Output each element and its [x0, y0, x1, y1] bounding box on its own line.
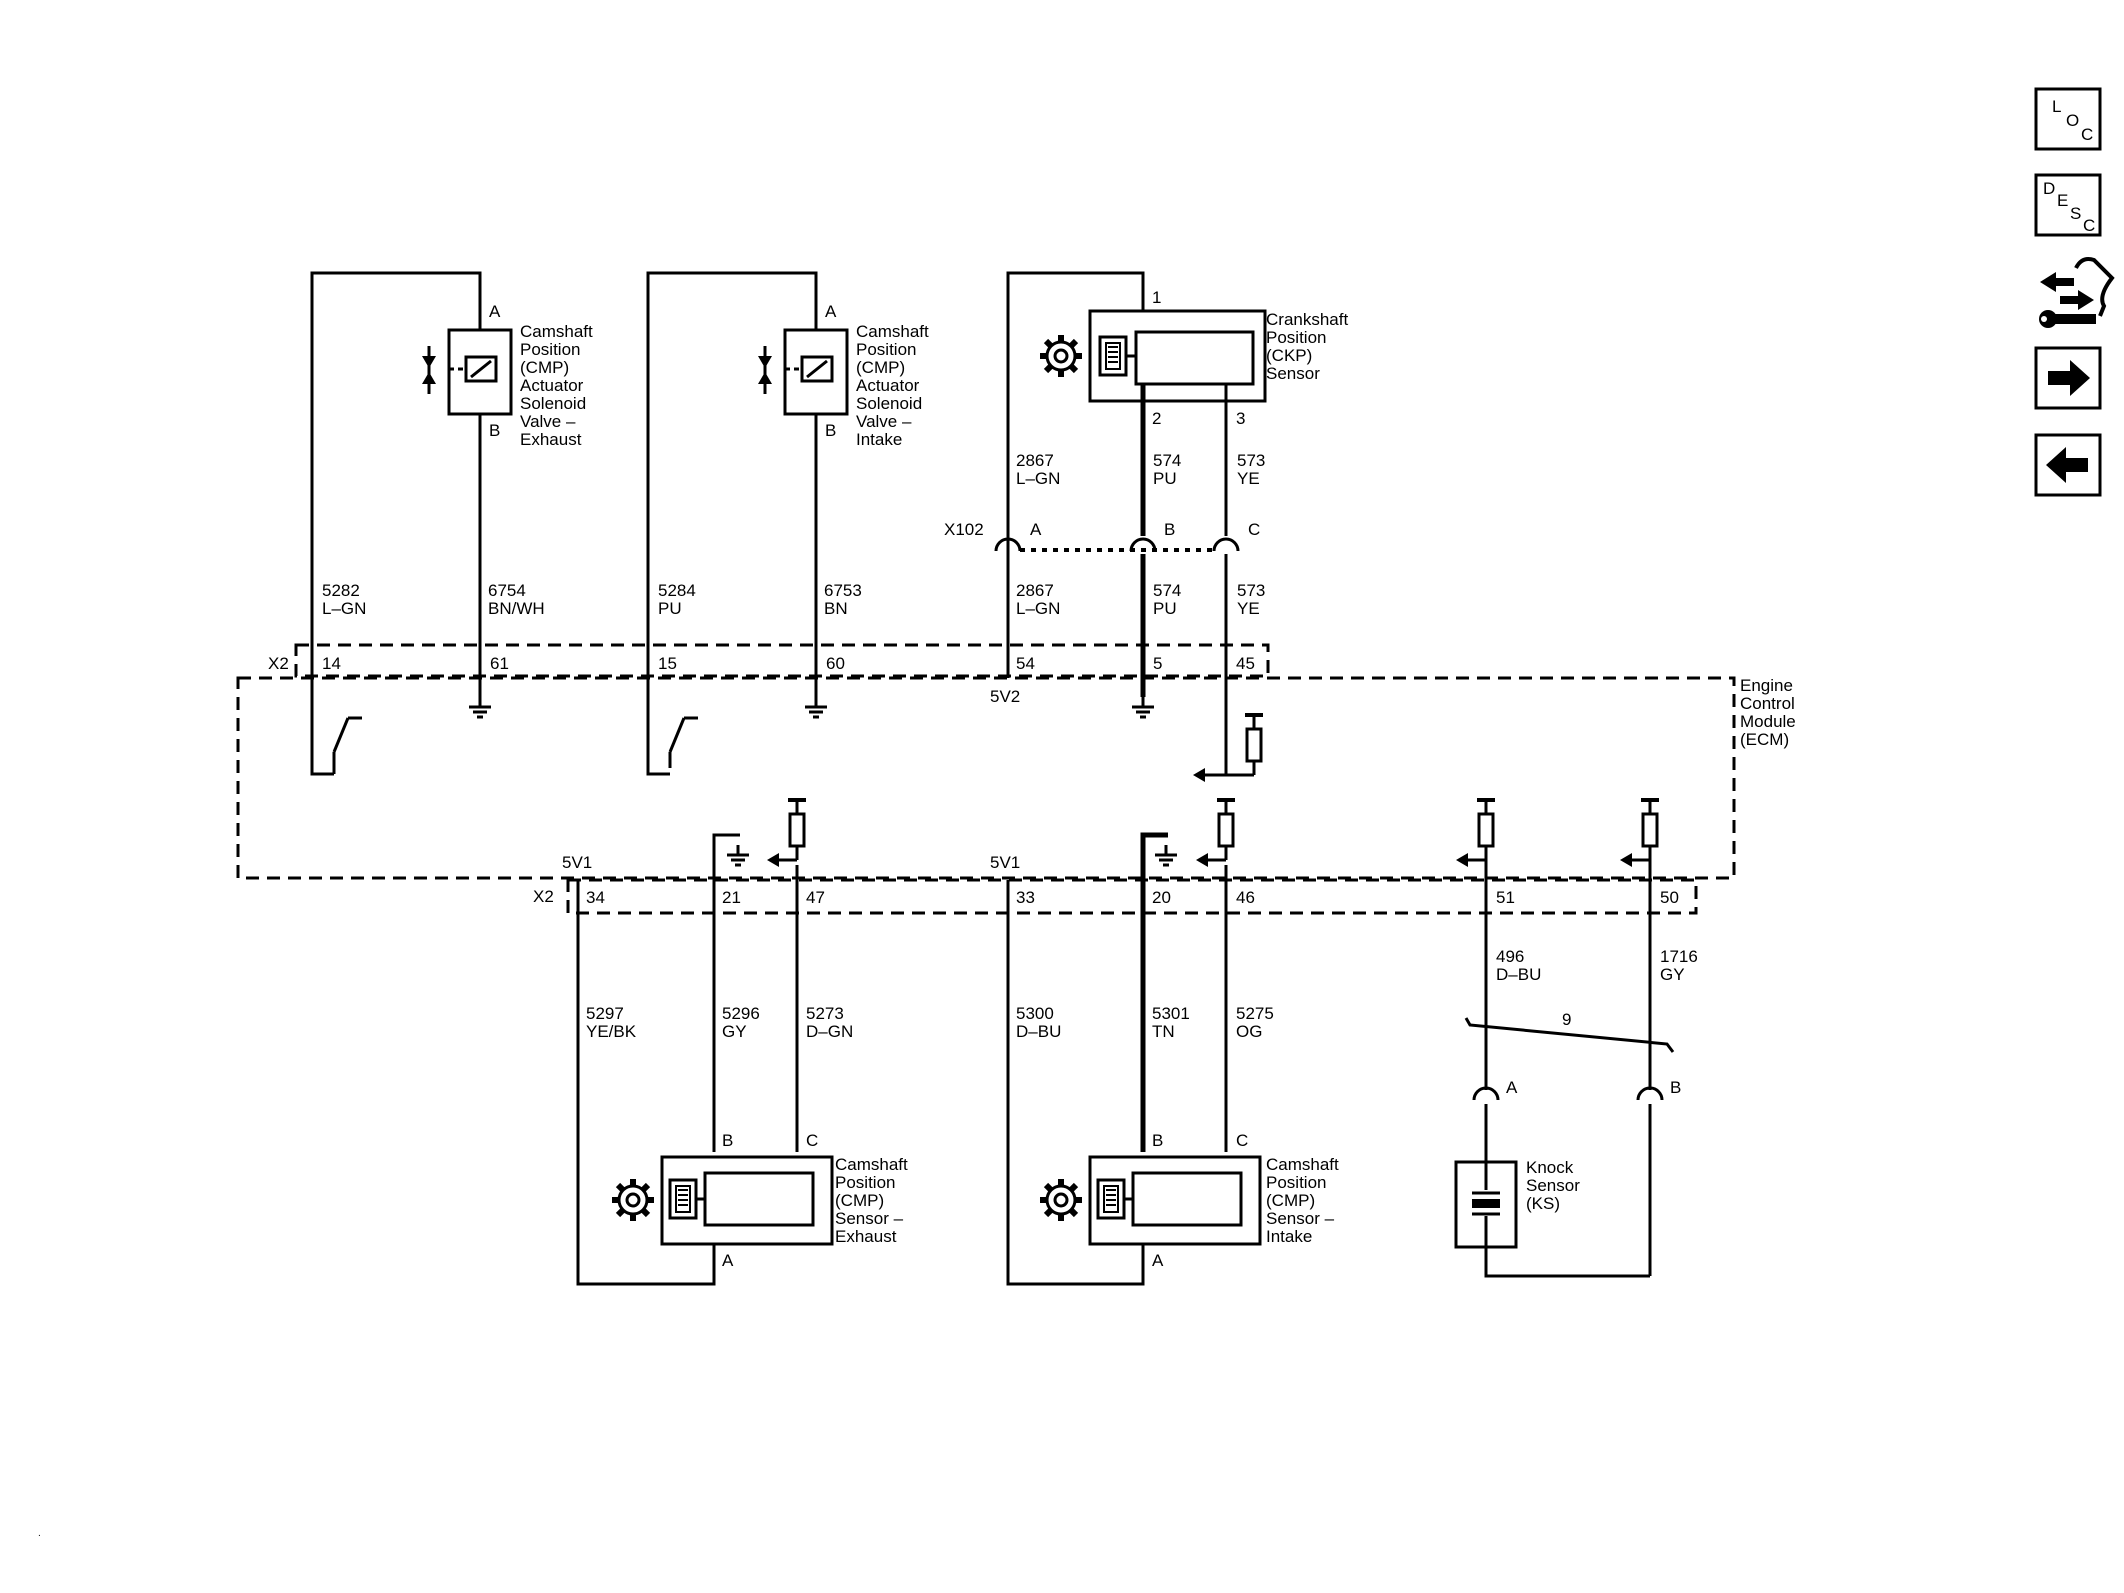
x2-top-label: X2: [268, 654, 289, 673]
svg-text:O: O: [2066, 111, 2079, 130]
x102-pin-a: A: [1030, 520, 1042, 539]
ckp-pin-1: 1: [1152, 288, 1161, 307]
pin-21: 21: [722, 888, 741, 907]
cmp-exh-pin-a: A: [722, 1251, 734, 1270]
x102-pin-b: B: [1164, 520, 1175, 539]
cmp-exh-pin-c: C: [806, 1131, 818, 1150]
ref-5v2: 5V2: [990, 687, 1020, 706]
cmp-exh-pin-b: B: [722, 1131, 733, 1150]
pin-51: 51: [1496, 888, 1515, 907]
pin-46: 46: [1236, 888, 1255, 907]
x102-pin-c: C: [1248, 520, 1260, 539]
cmp-int-pin-c: C: [1236, 1131, 1248, 1150]
pin-5: 5: [1153, 654, 1162, 673]
x102-label: X102: [944, 520, 984, 539]
pin-14: 14: [322, 654, 341, 673]
ckp-pin-2: 2: [1152, 409, 1161, 428]
svg-text:C: C: [2081, 125, 2093, 144]
pin-61: 61: [490, 654, 509, 673]
arrow-right-icon: [2048, 360, 2090, 396]
cmp-int-pin-a: A: [1152, 1251, 1164, 1270]
pin-33: 33: [1016, 888, 1035, 907]
prev-page-button[interactable]: [2034, 433, 2102, 497]
pin-47: 47: [806, 888, 825, 907]
ref-5v1-exhaust: 5V1: [562, 853, 592, 872]
desc-icon: D: [2043, 179, 2055, 198]
pin-50: 50: [1660, 888, 1679, 907]
x2-bottom-label: X2: [533, 887, 554, 906]
pin-45: 45: [1236, 654, 1255, 673]
connector-wrench-button[interactable]: [2039, 257, 2115, 328]
loc-icon: L: [2052, 97, 2061, 116]
ref-5v1-intake: 5V1: [990, 853, 1020, 872]
next-page-button[interactable]: [2034, 346, 2102, 410]
cmp-int-pin-b: B: [1152, 1131, 1163, 1150]
pin-54: 54: [1016, 654, 1035, 673]
svg-text:C: C: [2083, 216, 2095, 235]
arrow-left-icon: [2046, 447, 2088, 483]
ckp-pin-3: 3: [1236, 409, 1245, 428]
pin-20: 20: [1152, 888, 1171, 907]
pin-34: 34: [586, 888, 605, 907]
loc-button[interactable]: L O C: [2034, 87, 2102, 151]
act-exh-pin-b: B: [489, 421, 500, 440]
act-int-pin-b: B: [825, 421, 836, 440]
ks-pin-a: A: [1506, 1078, 1518, 1097]
svg-text:S: S: [2070, 204, 2081, 223]
desc-button[interactable]: D E S C: [2034, 173, 2102, 237]
connector-wrench-icon: [2039, 257, 2115, 328]
pin-15: 15: [658, 654, 677, 673]
x2-connector-bottom: X2: [533, 878, 1698, 915]
ks-pin-b: B: [1670, 1078, 1681, 1097]
x2-connector-top: X2: [268, 643, 1270, 678]
act-int-pin-a: A: [825, 302, 837, 321]
svg-text:E: E: [2057, 191, 2068, 210]
pin-60: 60: [826, 654, 845, 673]
act-exh-pin-a: A: [489, 302, 501, 321]
svg-text:.: .: [38, 1528, 41, 1539]
twisted-pair-label: 9: [1562, 1010, 1571, 1029]
